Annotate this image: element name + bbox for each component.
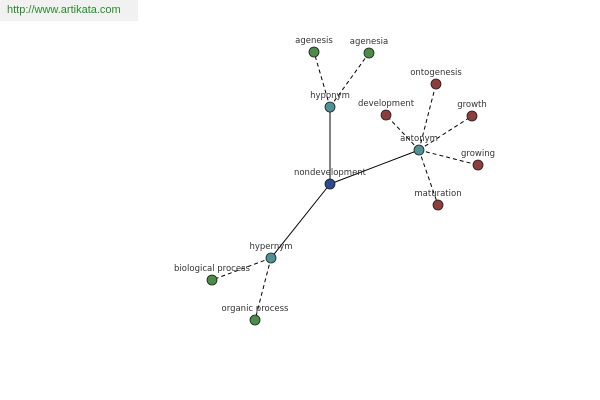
edge-center-antonym [329,149,420,185]
term-label-growing: growing [461,149,495,159]
center-label: nondevelopment [294,168,367,178]
edge-antonym-ontogenesis [418,83,437,151]
nodes [206,46,484,326]
relation-node-antonym[interactable] [413,144,425,156]
term-label-maturation: maturation [414,189,461,199]
term-label-organic-process: organic process [222,304,290,314]
relation-label-hyponym: hyponym [310,91,350,101]
term-label-agenesia: agenesia [350,37,388,47]
term-label-agenesis: agenesis [295,36,333,46]
term-label-biological-process: biological process [174,264,250,274]
relation-node-hyponym[interactable] [324,101,336,113]
edge-hypernym-biological-process [211,257,272,281]
center-node[interactable] [324,178,336,190]
edges [211,51,479,321]
term-node-organic-process[interactable] [249,314,261,326]
relation-label-hypernym: hypernym [249,242,292,252]
term-node-agenesia[interactable] [363,47,375,59]
term-node-development[interactable] [380,109,392,121]
term-label-ontogenesis: ontogenesis [410,68,462,78]
term-node-growing[interactable] [472,159,484,171]
term-node-ontogenesis[interactable] [430,78,442,90]
edge-hyponym-agenesis [313,51,331,108]
source-banner: http://www.artikata.com [0,0,138,21]
edge-antonym-growth [418,115,473,151]
edge-antonym-maturation [418,149,439,206]
term-label-growth: growth [457,100,487,110]
labels: agenesis agenesia hyponym ontogenesis develo… [174,36,495,314]
edge-hypernym-organic-process [254,257,272,321]
term-node-maturation[interactable] [432,199,444,211]
edge-center-hypernym [270,183,331,259]
term-node-biological-process[interactable] [206,274,218,286]
term-node-agenesis[interactable] [308,46,320,58]
edge-antonym-development [385,114,420,151]
term-label-development: development [358,99,415,109]
source-link[interactable]: http://www.artikata.com [7,4,121,16]
edge-antonym-growing [418,149,479,166]
relation-node-hypernym[interactable] [265,252,277,264]
term-node-growth[interactable] [466,110,478,122]
relation-label-antonym: antonym [400,134,438,144]
